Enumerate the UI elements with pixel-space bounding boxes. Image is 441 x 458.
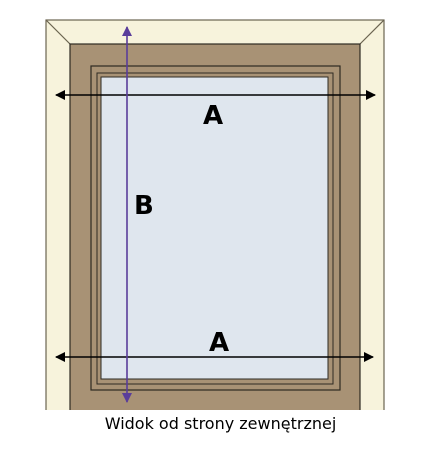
label-height: B	[134, 191, 154, 221]
label-width-bottom: A	[209, 328, 229, 358]
reveal-corner-top-left	[45, 19, 71, 45]
label-width-top: A	[203, 101, 223, 131]
reveal-corner-top-right	[359, 19, 385, 45]
window-diagram: A A B	[45, 19, 385, 410]
window-glass	[100, 76, 329, 380]
diagram-caption: Widok od strony zewnętrznej	[104, 414, 337, 433]
